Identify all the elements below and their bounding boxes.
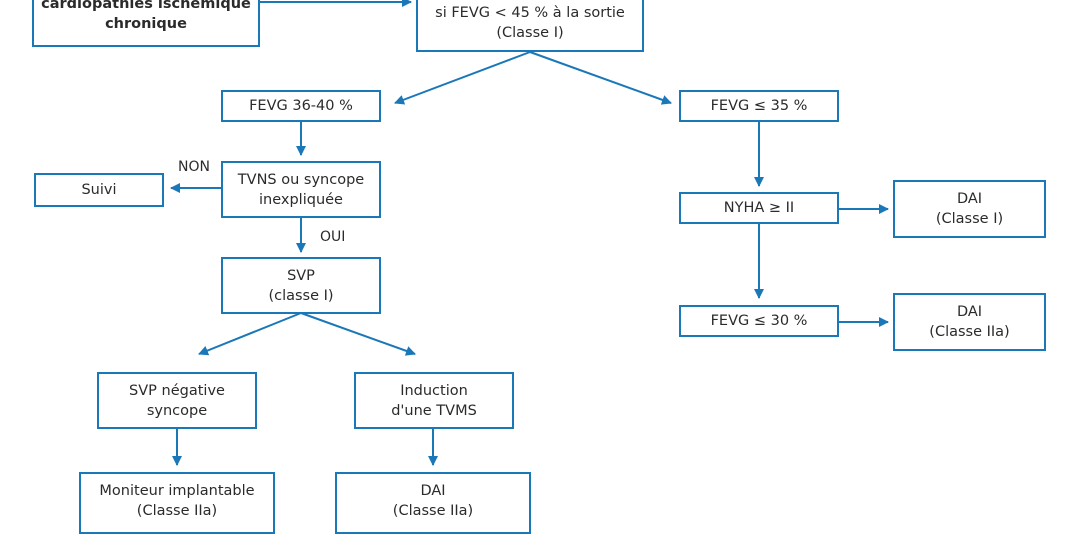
node-dai-classe-i-line-2: (Classe I) <box>935 211 1004 227</box>
node-eval-line-2: (Classe I) <box>496 25 564 41</box>
node-svp-negative: SVP négative syncope <box>97 372 257 429</box>
node-svp-negative-line-1: SVP négative <box>129 382 225 399</box>
node-moniteur-line-2: (Classe IIa) <box>136 503 218 519</box>
flowchart: cardiopathies ischémique chronique si FE… <box>32 0 1046 534</box>
node-nyha: NYHA ≥ II <box>679 192 839 224</box>
node-tvns-line-1: TVNS ou syncope <box>237 171 365 188</box>
node-dai-classe-iia-right: DAI (Classe IIa) <box>893 293 1046 351</box>
node-svp: SVP (classe I) <box>221 257 381 314</box>
node-svp-negative-line-2: syncope <box>146 402 208 419</box>
edge-layer <box>170 0 889 466</box>
node-fevg-36-40-label: FEVG 36-40 % <box>249 98 353 114</box>
node-dai-classe-iia-right-line-1: DAI <box>956 304 983 320</box>
edge-svp-to-induction <box>300 312 416 356</box>
node-induction-line-1: Induction <box>400 382 468 399</box>
node-fevg-30: FEVG ≤ 30 % <box>679 305 839 337</box>
node-dai-classe-iia-bottom-line-2: (Classe IIa) <box>392 503 474 519</box>
node-dai-classe-i: DAI (Classe I) <box>893 180 1046 238</box>
node-fevg-35-label: FEVG ≤ 35 % <box>710 98 808 114</box>
node-svp-line-2: (classe I) <box>268 287 334 304</box>
node-start-line-1: cardiopathies ischémique <box>41 0 251 12</box>
node-fevg-30-label: FEVG ≤ 30 % <box>710 313 808 329</box>
node-moniteur: Moniteur implantable (Classe IIa) <box>79 472 275 534</box>
node-fevg-36-40: FEVG 36-40 % <box>221 90 381 122</box>
node-eval-line-1: si FEVG < 45 % à la sortie <box>435 5 625 21</box>
edge-label-oui: OUI <box>320 229 346 245</box>
edge-eval-to-fevg35 <box>529 51 672 105</box>
node-induction-line-2: d'une TVMS <box>391 402 477 419</box>
node-induction: Induction d'une TVMS <box>354 372 514 429</box>
edge-svp-to-svpneg <box>198 312 302 356</box>
node-start: cardiopathies ischémique chronique <box>32 0 260 47</box>
node-dai-classe-iia-right-line-2: (Classe IIa) <box>929 324 1010 340</box>
edge-label-non: NON <box>178 159 210 175</box>
node-tvns: TVNS ou syncope inexpliquée <box>221 161 381 218</box>
node-suivi-label: Suivi <box>81 182 117 198</box>
node-nyha-label: NYHA ≥ II <box>723 200 795 216</box>
node-moniteur-line-1: Moniteur implantable <box>99 483 255 499</box>
node-start-line-2: chronique <box>105 15 187 32</box>
node-dai-classe-iia-bottom-line-1: DAI <box>420 483 446 499</box>
node-fevg-35: FEVG ≤ 35 % <box>679 90 839 122</box>
edge-eval-to-fevg3640 <box>394 51 531 105</box>
node-svp-line-1: SVP <box>287 267 315 284</box>
node-tvns-line-2: inexpliquée <box>259 191 343 208</box>
node-suivi: Suivi <box>34 173 164 207</box>
node-eval: si FEVG < 45 % à la sortie (Classe I) <box>416 0 644 52</box>
node-dai-classe-i-line-1: DAI <box>956 191 983 207</box>
node-dai-classe-iia-bottom: DAI (Classe IIa) <box>335 472 531 534</box>
